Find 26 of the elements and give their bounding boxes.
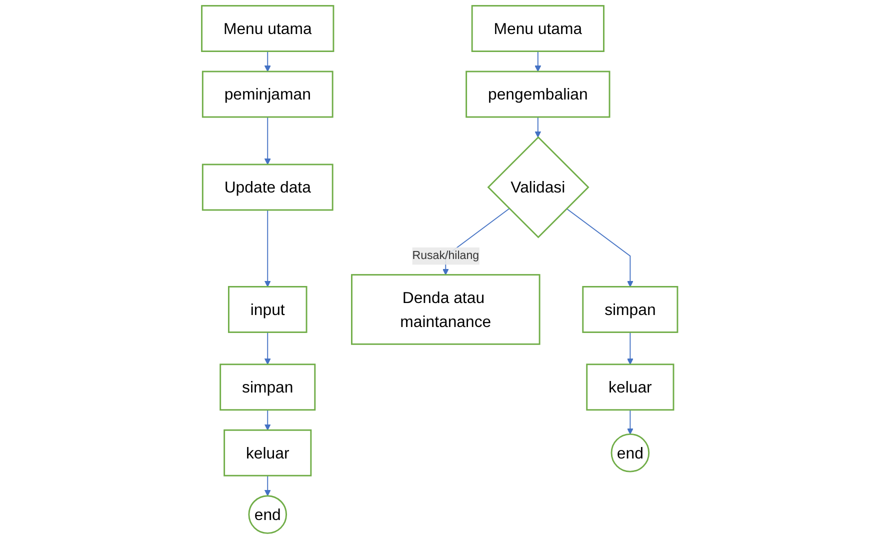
arrow <box>535 116 542 138</box>
arrow <box>264 475 272 496</box>
node-box: Denda atau maintanance <box>351 274 541 345</box>
node-box: pengembalian <box>466 70 611 118</box>
node-box: keluar <box>224 429 312 476</box>
arrow <box>627 409 634 434</box>
node-box: keluar <box>586 364 675 411</box>
node-box: Menu utama <box>201 5 335 52</box>
node-box: Update data <box>202 164 334 211</box>
node-diamond: Validasi <box>488 136 590 238</box>
node-box: peminjaman <box>202 70 334 118</box>
arrow <box>264 50 272 72</box>
node-box: simpan <box>582 286 679 333</box>
edge-label: Rusak/hilang <box>412 250 480 262</box>
node-circle: end <box>611 433 650 472</box>
node-box: simpan <box>220 364 316 411</box>
arrow <box>566 208 634 287</box>
arrow <box>264 409 272 430</box>
arrow <box>264 332 272 365</box>
arrow <box>627 332 634 365</box>
arrow <box>535 50 542 72</box>
node-box: Menu utama <box>472 5 605 52</box>
arrow <box>264 210 272 287</box>
node-circle: end <box>248 495 288 534</box>
node-box: input <box>228 286 308 333</box>
arrow <box>264 116 272 165</box>
